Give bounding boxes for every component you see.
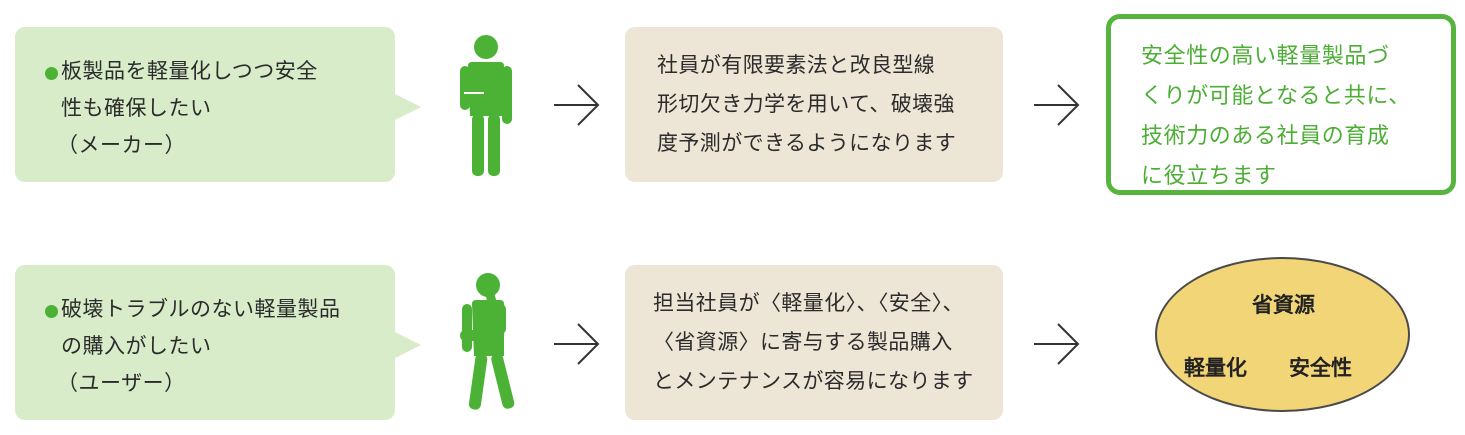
arrow-right-icon — [554, 323, 600, 365]
result-line-3: 技術力のある社員の育成 — [1141, 124, 1390, 149]
solution-line-1: 社員が有限要素法と改良型線 — [657, 53, 936, 77]
arrow-right-icon — [1034, 84, 1080, 126]
solution-line-1: 担当社員が〈軽量化〉、〈安全〉、 — [653, 291, 964, 315]
result-line-4: に役立ちます — [1141, 164, 1277, 189]
result-box: 安全性の高い軽量製品づ くりが可能となると共に、 技術力のある社員の育成 に役立… — [1106, 14, 1456, 195]
problem-line-1: 板製品を軽量化しつつ安全 — [61, 59, 318, 83]
solution-box-1: 社員が有限要素法と改良型線 形切欠き力学を用いて、破壊強 度予測ができるようにな… — [625, 27, 1003, 182]
result-line-1: 安全性の高い軽量製品づ — [1141, 44, 1390, 69]
solution-line-2: 〈省資源〉に寄与する製品購入 — [653, 330, 953, 354]
keyword-resource-saving: 省資源 — [1252, 293, 1315, 317]
bullet-dot — [45, 67, 58, 80]
problem-line-1: 破壊トラブルのない軽量製品 — [61, 297, 341, 321]
problem-line-2: 性も確保したい — [61, 96, 212, 120]
problem-bubble-user: 破壊トラブルのない軽量製品 の購入がしたい （ユーザー） — [15, 265, 421, 420]
keyword-safety: 安全性 — [1289, 356, 1352, 380]
problem-bubble-manufacturer: 板製品を軽量化しつつ安全 性も確保したい （メーカー） — [15, 27, 421, 182]
solution-line-3: とメンテナンスが容易になります — [653, 369, 974, 393]
keyword-lightweight: 軽量化 — [1184, 356, 1247, 380]
keyword-ellipse: 省資源 軽量化 安全性 — [1155, 257, 1410, 412]
solution-box-2: 担当社員が〈軽量化〉、〈安全〉、 〈省資源〉に寄与する製品購入 とメンテナンスが… — [625, 265, 1003, 420]
result-line-2: くりが可能となると共に、 — [1141, 84, 1411, 109]
solution-line-2: 形切欠き力学を用いて、破壊強 — [657, 92, 955, 116]
thinking-person-icon — [460, 273, 515, 410]
person-icon — [460, 35, 512, 176]
problem-line-3: （ユーザー） — [57, 371, 186, 395]
bullet-dot — [45, 305, 58, 318]
solution-line-3: 度予測ができるようになります — [657, 131, 957, 155]
problem-line-3: （メーカー） — [57, 133, 186, 157]
problem-line-2: の購入がしたい — [61, 334, 212, 358]
arrow-right-icon — [1034, 323, 1080, 365]
arrow-right-icon — [554, 84, 600, 126]
